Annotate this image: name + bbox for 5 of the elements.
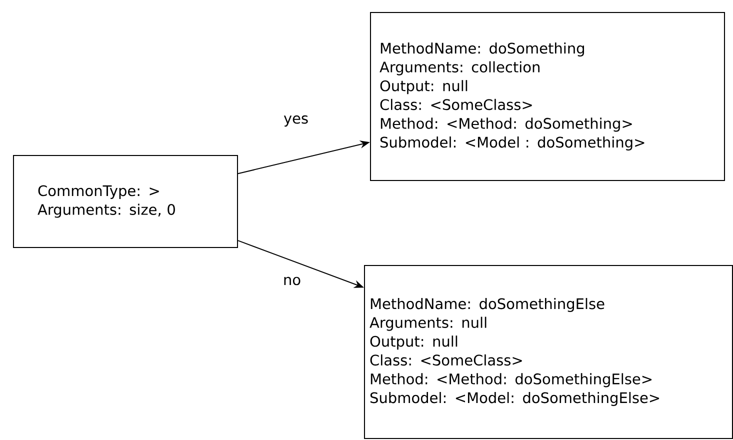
record-box: MethodName: doSomething Arguments: collection Output: null Class: <SomeClass> Method: <Method: doSomething> Submodel: <Model : doSomething> bbox=[370, 12, 725, 181]
edge-label: no bbox=[282, 276, 302, 286]
record-box: CommonType: > Arguments: size, 0 bbox=[13, 155, 238, 248]
record-box: MethodName: doSomethingElse Arguments: null Output: null Class: <SomeClass> Method: <Method: doSomethingElse> Submodel: <Model: doSomethingElse> bbox=[364, 265, 733, 439]
edge-label: yes bbox=[282, 114, 310, 128]
